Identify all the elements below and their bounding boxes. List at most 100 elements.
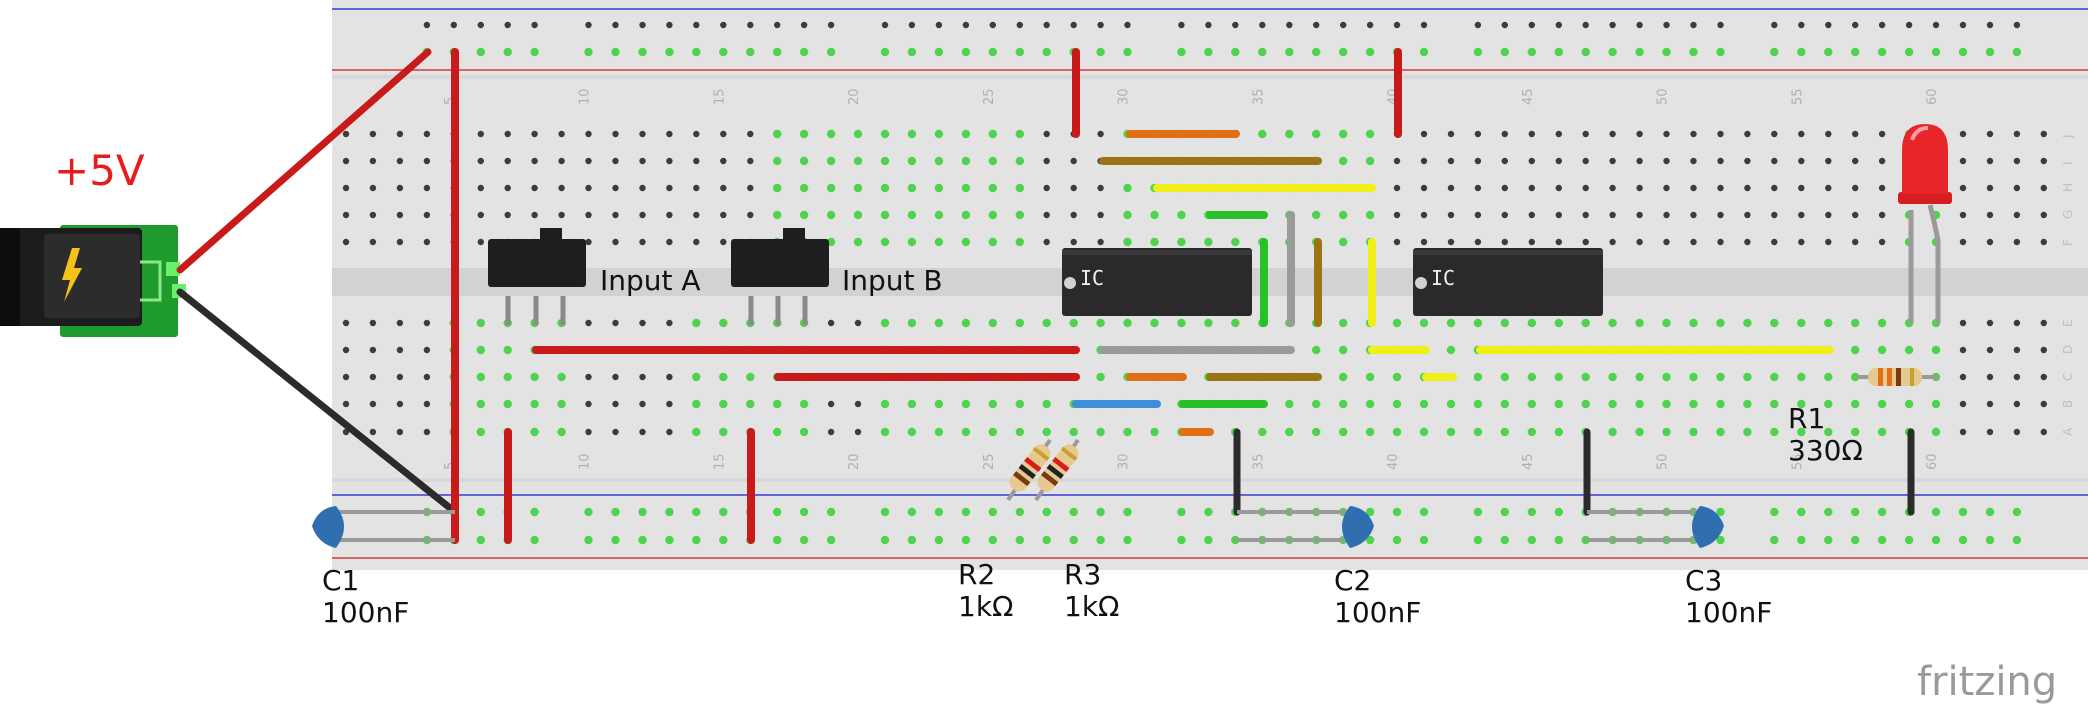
breadboard-hole (1500, 507, 1510, 517)
dc-power-jack[interactable] (0, 225, 186, 337)
resistor-r2[interactable] (1006, 438, 1053, 502)
power-red-lead (176, 48, 432, 274)
breadboard-hole (1581, 318, 1590, 328)
breadboard-hole (1662, 372, 1671, 382)
breadboard-hole (1447, 211, 1455, 219)
breadboard-hole (2013, 319, 2021, 327)
breadboard-hole (1771, 211, 1778, 219)
breadboard-hole (1555, 157, 1563, 165)
breadboard-hole (1986, 400, 1994, 408)
breadboard-hole (746, 47, 755, 57)
breadboard-hole (612, 130, 619, 138)
breadboard-hole (1959, 346, 1967, 354)
breadboard-hole (369, 157, 377, 165)
breadboard-hole (531, 21, 538, 29)
breadboard-hole (1636, 184, 1643, 192)
breadboard-hole (961, 156, 971, 166)
breadboard-hole (531, 184, 538, 192)
breadboard-hole (1527, 535, 1537, 545)
breadboard-hole (2012, 507, 2022, 517)
breadboard-hole (1554, 399, 1564, 409)
breadboard-hole (1852, 211, 1859, 219)
breadboard-hole (907, 507, 917, 517)
breadboard-hole (1555, 21, 1563, 29)
breadboard-hole (504, 130, 511, 138)
breadboard-hole (1554, 535, 1564, 545)
breadboard-hole (1447, 157, 1455, 165)
breadboard-hole (396, 319, 404, 327)
breadboard-hole (558, 130, 565, 138)
breadboard-hole (1824, 318, 1833, 328)
breadboard-hole (1527, 318, 1537, 328)
breadboard-hole (773, 210, 782, 220)
breadboard-hole (476, 318, 485, 328)
c1-value-label: 100nF (322, 596, 409, 629)
breadboard-hole (1123, 535, 1132, 545)
breadboard-hole (1931, 399, 1941, 409)
breadboard-hole (1069, 507, 1078, 517)
breadboard-hole (1419, 507, 1429, 517)
breadboard-hole (1042, 427, 1051, 437)
breadboard-holes (342, 21, 2048, 545)
breadboard-hole (1851, 318, 1860, 328)
breadboard-hole (1852, 157, 1859, 165)
ic-chip-2[interactable] (1413, 248, 1603, 316)
capacitor-c1[interactable] (312, 506, 455, 548)
breadboard-hole (1959, 400, 1967, 408)
breadboard-hole (1824, 47, 1833, 57)
breadboard-hole (1070, 184, 1077, 192)
breadboard-hole (476, 372, 485, 382)
breadboard-hole (612, 319, 619, 327)
breadboard-hole (1716, 372, 1725, 382)
breadboard-hole (719, 427, 728, 437)
breadboard-hole (530, 399, 539, 409)
breadboard-hole (1070, 238, 1077, 246)
slide-switch-a[interactable] (488, 228, 586, 325)
breadboard-hole (1365, 535, 1375, 545)
breadboard-hole (342, 157, 350, 165)
breadboard-hole (1446, 399, 1456, 409)
breadboard-hole (720, 21, 727, 29)
breadboard-hole (1797, 427, 1806, 437)
breadboard-hole (1340, 21, 1347, 29)
led-red[interactable] (1898, 124, 1952, 323)
breadboard-hole (1717, 157, 1724, 165)
breadboard-hole (1877, 535, 1887, 545)
breadboard-hole (961, 129, 971, 139)
breadboard-hole (612, 184, 619, 192)
resistor-r1[interactable] (1857, 368, 1938, 386)
breadboard-hole (1447, 184, 1455, 192)
breadboard-hole (2040, 373, 2048, 381)
breadboard-hole (369, 130, 377, 138)
breadboard-hole (665, 47, 674, 57)
breadboard-hole (1069, 318, 1078, 328)
breadboard-hole (1877, 318, 1887, 328)
slide-switch-b[interactable] (731, 228, 829, 325)
breadboard-hole (934, 237, 944, 247)
column-number: 50 (1656, 88, 1671, 105)
ic-chip-1[interactable] (1062, 248, 1252, 316)
breadboard-hole (2040, 400, 2048, 408)
capacitor-c2[interactable] (1237, 506, 1374, 548)
breadboard-hole (854, 428, 862, 436)
breadboard-hole (1878, 21, 1886, 29)
breadboard-hole (934, 399, 944, 409)
breadboard-hole (1015, 318, 1024, 328)
breadboard-hole (1986, 238, 1994, 246)
breadboard-hole (1825, 157, 1832, 165)
breadboard-hole (1581, 399, 1590, 409)
breadboard-hole (1500, 399, 1510, 409)
breadboard-hole (1015, 507, 1024, 517)
breadboard-hole (1690, 157, 1697, 165)
capacitor-c3[interactable] (1587, 506, 1724, 548)
resistor-r3[interactable] (1034, 438, 1081, 502)
breadboard-hole (1635, 399, 1644, 409)
breadboard-hole (1824, 399, 1833, 409)
breadboard-hole (1690, 238, 1697, 246)
column-number: 60 (1925, 453, 1940, 470)
column-number: 25 (982, 453, 997, 470)
breadboard-hole (1312, 210, 1321, 220)
breadboard-hole (342, 400, 350, 408)
breadboard-hole (1474, 130, 1482, 138)
breadboard-hole (504, 21, 511, 29)
